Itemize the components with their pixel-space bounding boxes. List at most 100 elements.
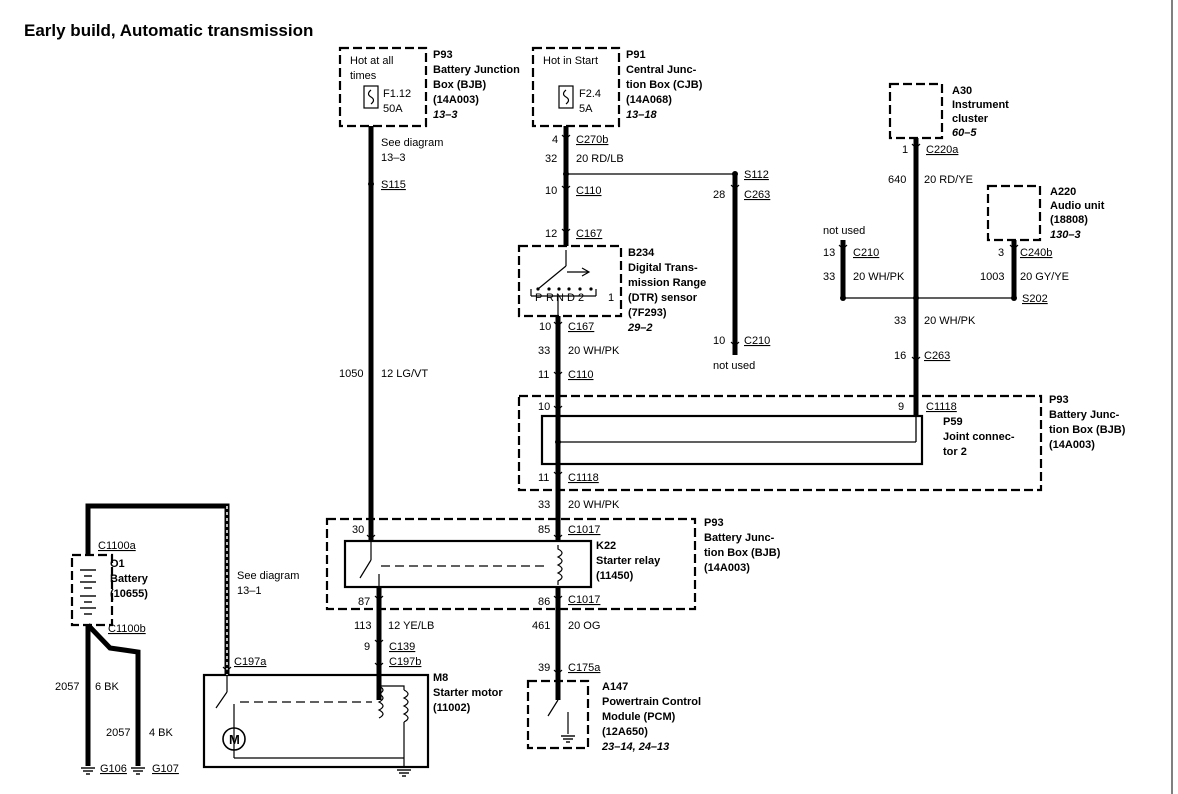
pin-33-d: 33 [538, 499, 550, 511]
p91-ref: 13–18 [626, 109, 657, 121]
p93-hot-label-2: times [350, 70, 377, 82]
connector-chevron-icon [911, 356, 921, 362]
splice-s112-dot [732, 171, 738, 177]
fuse-f112-rating: 50A [383, 103, 403, 115]
p93-mid-name-1: Battery Junc- [1049, 409, 1120, 421]
a30-id: A30 [952, 85, 972, 97]
connector-chevron-icon [730, 341, 740, 347]
dtr-pos-2: 2 [578, 292, 584, 304]
pin-9-c1118: 9 [898, 401, 904, 413]
solenoid-coil-1-icon [377, 685, 384, 719]
m8-name-2: (11002) [433, 702, 471, 714]
connector-c1118-bot: C1118 [568, 472, 599, 484]
p91-box [531, 46, 621, 128]
pin-2057-b: 2057 [106, 727, 130, 739]
a147-name-2: Module (PCM) [602, 711, 676, 723]
connector-c240b: C240b [1020, 247, 1052, 259]
p91-hot-label: Hot in Start [543, 55, 598, 67]
fuse-f112-label: F1.12 [383, 88, 411, 100]
a30-box [888, 82, 944, 140]
pin-11-c110: 11 [538, 369, 549, 381]
p93-mid-name-2: tion Box (BJB) [1049, 424, 1126, 436]
p59-name-1: Joint connec- [943, 431, 1015, 443]
a220-box [986, 184, 1042, 242]
splice-dot [563, 171, 569, 177]
connector-c167-top: C167 [576, 228, 602, 240]
splice-dot [1011, 295, 1017, 301]
connector-chevron-icon [553, 405, 563, 411]
pin-461: 461 [532, 620, 550, 632]
connector-chevron-icon [561, 185, 571, 191]
p93-mid-name-3: (14A003) [1049, 439, 1095, 451]
solenoid-bridge [379, 685, 405, 690]
connector-chevron-icon [553, 669, 563, 675]
wire-20-og: 20 OG [568, 620, 600, 632]
pin-33-c: 33 [894, 315, 906, 327]
wire-20-wh-pk-d: 20 WH/PK [568, 499, 620, 511]
p91-name-3: (14A068) [626, 94, 672, 106]
connector-chevron-icon [730, 184, 740, 190]
p93-mid-id: P93 [1049, 394, 1069, 406]
fuse-f112-element [367, 89, 375, 105]
connector-chevron-icon [366, 534, 376, 540]
p93-top-name-3: (14A003) [433, 94, 479, 106]
p91-id: P91 [626, 49, 646, 61]
connector-c167-bot: C167 [568, 321, 594, 333]
a147-id: A147 [602, 681, 628, 693]
diagram-title: Early build, Automatic transmission [24, 21, 313, 40]
k22-name-2: (11450) [596, 570, 634, 582]
p93-top-name-1: Battery Junction [433, 64, 520, 76]
pin-10-c210: 10 [713, 335, 725, 347]
motor-icon [222, 727, 246, 751]
pin-33-a: 33 [538, 345, 550, 357]
wire-6-bk: 6 BK [95, 681, 120, 693]
p59-box [540, 414, 924, 466]
b234-name-2: mission Range [628, 277, 706, 289]
pin-33-b: 33 [823, 271, 835, 283]
connector-s112: S112 [744, 169, 769, 181]
pin-2057-a: 2057 [55, 681, 79, 693]
b234-name-1: Digital Trans- [628, 262, 698, 274]
connector-c110-top: C110 [576, 185, 601, 197]
connector-c1100b: C1100b [108, 623, 146, 635]
pin-32: 32 [545, 153, 557, 165]
connector-c1100a: C1100a [98, 540, 137, 552]
wire-20-rd-ye: 20 RD/YE [924, 174, 973, 186]
splice-dot [840, 295, 846, 301]
b234-ref: 29–2 [627, 322, 652, 334]
wire-20-rd-lb: 20 RD/LB [576, 153, 624, 165]
connector-chevron-icon [553, 321, 563, 327]
ground-starter-icon [397, 769, 411, 777]
fuse-f24-icon [558, 85, 574, 109]
connector-c1118-top: C1118 [926, 401, 957, 413]
pin-16: 16 [894, 350, 906, 362]
connector-chevron-icon [553, 534, 563, 540]
p93-relay-name-3: (14A003) [704, 562, 750, 574]
p93-mid-box [517, 394, 1043, 492]
connector-c210-bot: C210 [744, 335, 770, 347]
battery-icon [80, 569, 96, 615]
p93-top-id: P93 [433, 49, 453, 61]
connector-chevron-icon [561, 228, 571, 234]
connector-c263-bot: C263 [924, 350, 950, 362]
wire-20-wh-pk-c: 20 WH/PK [924, 315, 976, 327]
pin-4: 4 [552, 134, 558, 146]
b234-name-4: (7F293) [628, 307, 667, 319]
pin-10-c167: 10 [539, 321, 551, 333]
relay-switch-blade [359, 559, 372, 579]
a147-name-1: Powertrain Control [602, 696, 701, 708]
pin-30: 30 [352, 524, 364, 536]
p59-id: P59 [943, 416, 963, 428]
pin-1050: 1050 [339, 368, 363, 380]
o1-name-1: Battery [110, 573, 149, 585]
dtr-pos-n: N [556, 292, 564, 304]
connector-chevron-icon [553, 471, 563, 477]
a147-name-3: (12A650) [602, 726, 648, 738]
k22-relay-box [343, 539, 593, 589]
p93-top-box [338, 46, 428, 128]
fuse-f112-icon [363, 85, 379, 109]
dtr-pos-r: R [546, 292, 554, 304]
pin-13: 13 [823, 247, 835, 259]
pin-87: 87 [358, 596, 370, 608]
o1-id: O1 [110, 558, 125, 570]
